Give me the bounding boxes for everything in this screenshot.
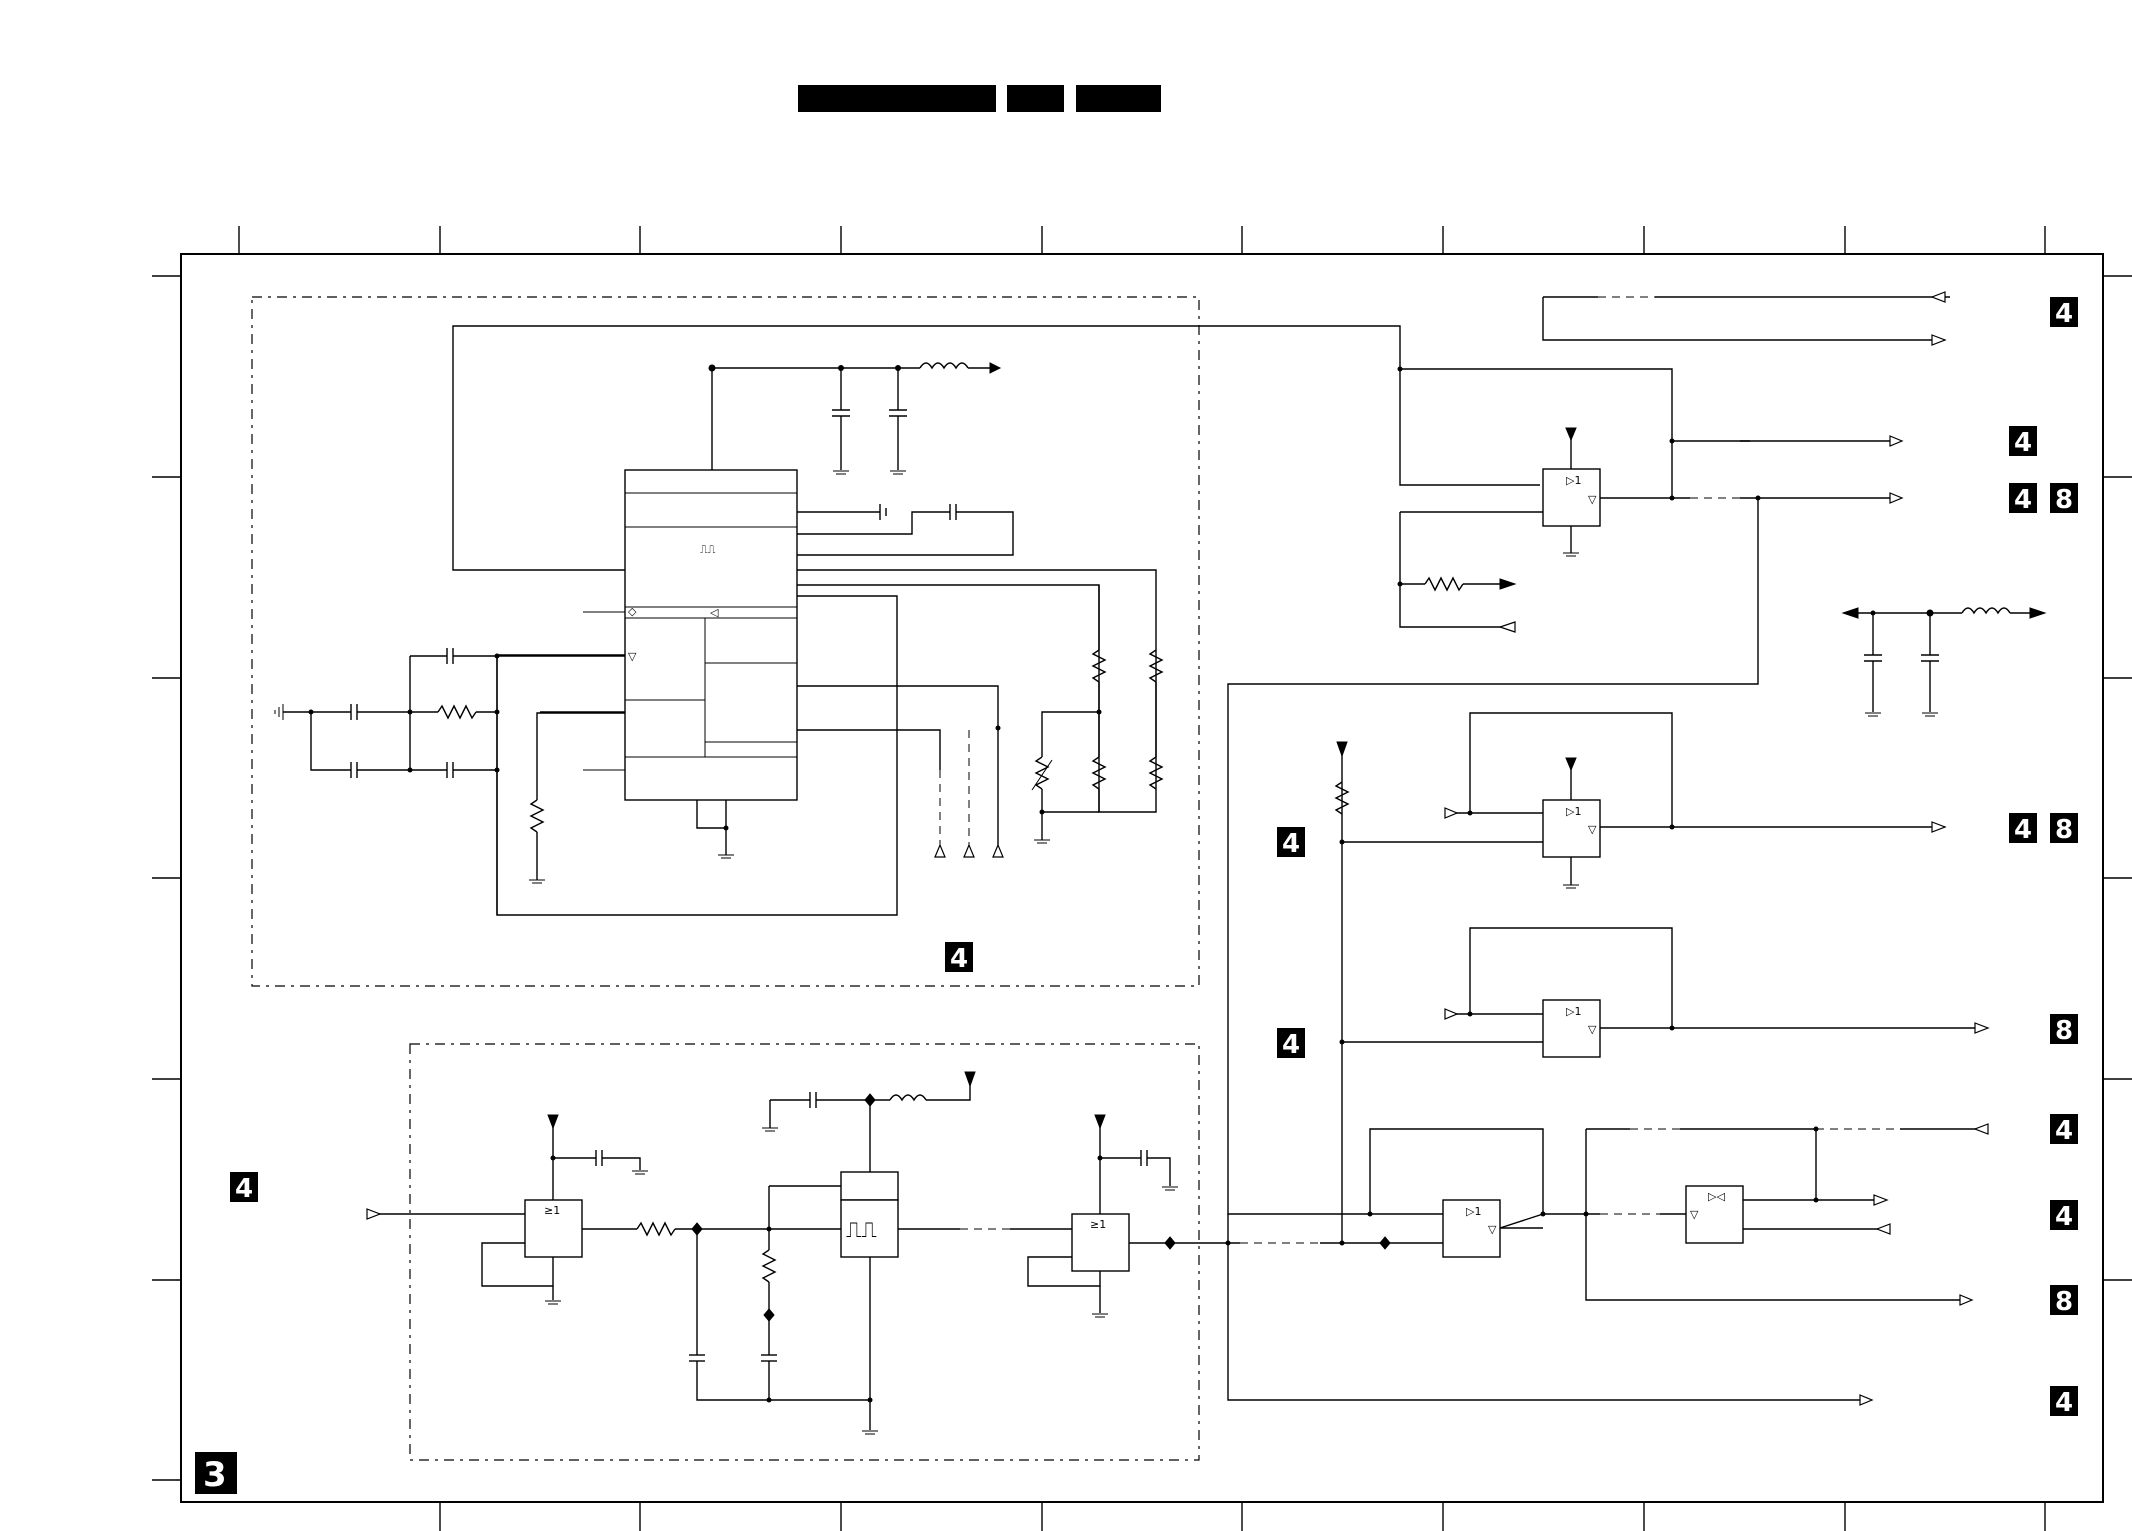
svg-text:◁: ◁: [710, 606, 719, 619]
svg-text:▽: ▽: [628, 650, 637, 663]
svg-text:◇: ◇: [628, 605, 637, 618]
ref-badge: 8: [2050, 1014, 2078, 1046]
ref-badge: 4: [945, 942, 973, 974]
or-gate-2: [1071, 1213, 1130, 1272]
ref-badge: 4: [1277, 1028, 1305, 1060]
svg-text:4: 4: [2055, 299, 2073, 329]
ref-badge: 4: [2009, 483, 2037, 515]
svg-text:8: 8: [2055, 815, 2073, 845]
upper-circuit: ⎍⎍ ◇ ◁ ▽: [274, 325, 1540, 916]
svg-text:▷1: ▷1: [1566, 805, 1581, 818]
svg-text:4: 4: [1282, 1030, 1300, 1060]
svg-text:4: 4: [235, 1174, 253, 1204]
ref-badge: 4: [2009, 813, 2037, 845]
oscillator-cap: [840, 1171, 899, 1201]
svg-text:▽: ▽: [1488, 1223, 1497, 1236]
ref-badge: 4: [2050, 1386, 2078, 1418]
svg-text:▽: ▽: [1588, 493, 1597, 506]
buffer-gate-4: [1442, 1199, 1501, 1258]
svg-text:4: 4: [950, 944, 968, 974]
svg-text:8: 8: [2055, 1287, 2073, 1317]
ref-badge: 4: [230, 1172, 258, 1204]
svg-text:▽: ▽: [1690, 1208, 1699, 1221]
ref-badge: 8: [2050, 483, 2078, 515]
svg-text:▷1: ▷1: [1566, 474, 1581, 487]
svg-text:4: 4: [2055, 1202, 2073, 1232]
svg-text:≥1: ≥1: [1090, 1218, 1106, 1231]
svg-text:8: 8: [2055, 1016, 2073, 1046]
svg-text:▷1: ▷1: [1466, 1205, 1481, 1218]
svg-text:▽: ▽: [1588, 823, 1597, 836]
sheet-frame: [152, 226, 2132, 1531]
svg-text:▷1: ▷1: [1566, 1005, 1581, 1018]
svg-text:4: 4: [1282, 829, 1300, 859]
supply-input-arrow: [989, 362, 1002, 374]
upper-right-circuit: ▷1 ▽: [1227, 291, 2047, 1406]
buffer-gate-3: [1542, 999, 1601, 1058]
lower-circuit: ≥1 ⎍⎍: [366, 1071, 1443, 1435]
svg-text:3: 3: [203, 1455, 227, 1495]
ref-badge: 4: [1277, 827, 1305, 859]
svg-text:≥1: ≥1: [544, 1204, 560, 1217]
main-ic: [624, 469, 798, 801]
sheet-number-badge: 3: [195, 1452, 237, 1495]
reference-badges: 4 4 4 8 4 8 4 4 8 4 4 8 4 4 4 3: [195, 297, 2078, 1495]
ref-badge: 4: [2050, 1200, 2078, 1232]
ref-badge: 8: [2050, 813, 2078, 845]
buffer-gate-5: [1685, 1185, 1744, 1244]
svg-text:4: 4: [2014, 428, 2032, 458]
title-block: [798, 85, 1161, 112]
svg-text:▷◁: ▷◁: [1708, 1190, 1725, 1203]
svg-text:4: 4: [2014, 815, 2032, 845]
buffer-gate-2: [1542, 799, 1601, 858]
svg-text:▽: ▽: [1588, 1023, 1597, 1036]
lower-block-outline: [409, 1043, 1200, 1461]
svg-text:⎍⎍: ⎍⎍: [846, 1218, 877, 1243]
svg-text:4: 4: [2055, 1388, 2073, 1418]
svg-text:8: 8: [2055, 485, 2073, 515]
buffer-gate-1: [1542, 468, 1601, 527]
ref-badge: 4: [2050, 297, 2078, 329]
ic-oscillator-wave: ⎍⎍: [700, 543, 716, 556]
svg-text:4: 4: [2014, 485, 2032, 515]
ref-badge: 4: [2009, 426, 2037, 458]
oscillator: [840, 1199, 899, 1258]
upper-block-outline: [251, 296, 1200, 987]
ref-badge: 4: [2050, 1114, 2078, 1146]
svg-text:4: 4: [2055, 1116, 2073, 1146]
ref-badge: 8: [2050, 1285, 2078, 1317]
